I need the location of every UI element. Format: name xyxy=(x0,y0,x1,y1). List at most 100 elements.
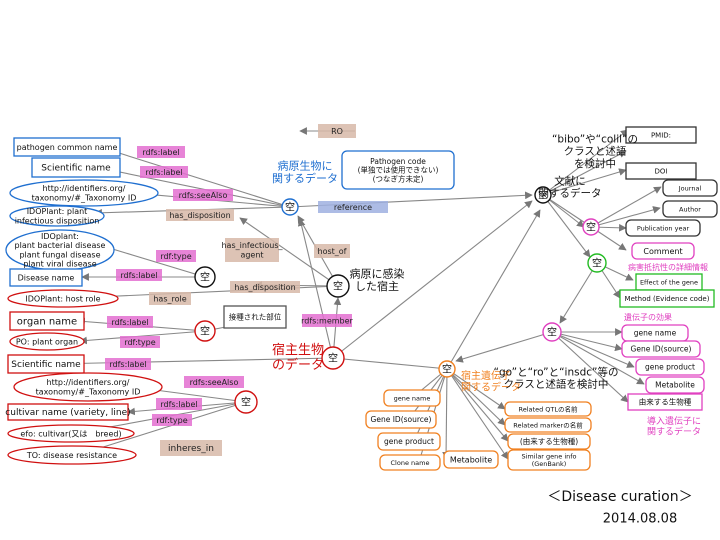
edge-label-rdfs-label-3: rdfs:label xyxy=(116,269,162,281)
blank-node-pathogen-label: 空 xyxy=(285,201,295,214)
cultivar-name-box: cultivar name (variety, line) xyxy=(5,403,131,421)
edge-label-rdfs-label-6: rdfs:label xyxy=(156,398,202,410)
disease-name-box-text: Disease name xyxy=(18,273,75,282)
effect-of-gene-box: Effect of the gene xyxy=(635,273,703,291)
related-marker-box: Related markerの名前 xyxy=(504,417,592,433)
edge-label-rdf-type-3: rdf:type xyxy=(152,414,192,426)
gene-product-r-box-text: gene product xyxy=(645,363,695,372)
edge-label-rdfs-label-2: rdfs:label xyxy=(140,166,188,178)
edge-label-rdfs-label-1: rdfs:label xyxy=(137,146,185,158)
effect-of-gene-box-text: Effect of the gene xyxy=(640,278,698,286)
edge-label-has-disposition-2-text: has_disposition xyxy=(234,283,295,292)
gene-id-r-box: Gene ID(source) xyxy=(621,340,701,358)
gene-name-r-box: gene name xyxy=(621,324,689,342)
section-go: “go”と“ro”と“insdc”等のクラスと述語を検討中 xyxy=(494,366,619,391)
scientific-name-box-1-text: Scientific name xyxy=(41,164,111,174)
blank-node-host-label: 空 xyxy=(328,352,338,365)
similar-gene-info-box-text: Similar gene info(GenBank) xyxy=(521,453,576,468)
edge-label-reference: reference xyxy=(318,201,388,213)
publication-year-box: Publication year xyxy=(625,219,701,237)
efo-cultivar-ellipse: efo: cultivar(又は breed) xyxy=(7,424,135,443)
blank-node-host: 空 xyxy=(321,346,345,370)
metabolite-r-box: Metabolite xyxy=(645,376,705,394)
edge-label-rdfs-label-4-text: rdfs:label xyxy=(111,318,148,327)
blank-node-organ: 空 xyxy=(194,320,216,342)
edge-label-rdfs-see-also-1: rdfs:seeAlso xyxy=(173,189,233,201)
journal-box: Journal xyxy=(662,179,718,197)
gene-id-b-box: Gene ID(source) xyxy=(365,410,437,429)
efo-cultivar-ellipse-text: efo: cultivar(又は breed) xyxy=(20,429,121,438)
author-box: Author xyxy=(662,200,718,218)
blank-node-infected-host: 空 xyxy=(326,274,350,298)
section-host-gene: 宿主遺伝子関するデータ xyxy=(461,369,521,394)
pathogen-common-name-box-text: pathogen common name xyxy=(17,143,118,152)
origin-organism-r-box-text: 由来する生物種 xyxy=(639,397,692,407)
disease-name-box: Disease name xyxy=(9,268,83,287)
gene-name-b-box-text: gene name xyxy=(394,394,431,402)
section-introduced-gene: 導入遺伝子に関するデータ xyxy=(647,415,701,437)
inoculated-site-box: 接種された部位 xyxy=(223,305,287,329)
blank-node-cultivar-label: 空 xyxy=(241,396,251,409)
edge-label-has-disposition-1-text: has_disposition xyxy=(169,211,230,220)
edge-label-rdf-type-3-text: rdf:type xyxy=(156,416,187,425)
related-marker-box-text: Related markerの名前 xyxy=(513,420,583,429)
blank-node-disease-label: 空 xyxy=(200,271,210,284)
cultivar-name-box-text: cultivar name (variety, line) xyxy=(5,408,130,418)
section-gene-effect: 遺伝子の効果 xyxy=(624,312,672,322)
edge-label-rdfs-label-1-text: rdfs:label xyxy=(142,148,179,157)
edge-label-rdfs-see-also-1-text: rdfs:seeAlso xyxy=(179,191,228,200)
pathogen-code-box: Pathogen code(単独では使用できない)(つなぎ方未定) xyxy=(341,150,455,190)
po-plant-organ-ellipse-text: PO: plant organ xyxy=(16,337,78,346)
doi-box-text: DOI xyxy=(655,167,668,175)
doi-box: DOI xyxy=(625,162,697,180)
edge-label-rdfs-see-also-2: rdfs:seeAlso xyxy=(184,376,244,388)
pathogen-code-box-text: Pathogen code(単独では使用できない)(つなぎ方未定) xyxy=(358,157,439,183)
edge-label-rdf-type-1: rdf:type xyxy=(156,250,196,262)
edge-label-host-of-text: host_of xyxy=(318,247,347,256)
edge-label-rdfs-label-4: rdfs:label xyxy=(107,316,153,328)
origin-organism-b-box: (由来する生物種) xyxy=(507,433,591,450)
blank-node-reference-label: 空 xyxy=(538,189,548,202)
section-bibo: “bibo”や“colil”のクラスと述語を検討中 xyxy=(552,134,638,170)
section-host: 宿主生物のデータ xyxy=(272,342,324,373)
comment-box: Comment xyxy=(631,242,695,260)
method-box: Method (Evidence code) xyxy=(619,289,715,308)
inoculated-site-box-text: 接種された部位 xyxy=(229,312,282,322)
blank-node-resistance-label: 空 xyxy=(592,257,602,270)
metabolite-b-box: Metabolite xyxy=(443,450,499,469)
organ-name-box-text: organ name xyxy=(17,317,77,328)
blank-node-host-gene: 空 xyxy=(438,360,456,378)
edge-label-has-role: has_role xyxy=(149,292,191,305)
clone-name-box: Clone name xyxy=(379,454,441,471)
blank-node-infected-host-label: 空 xyxy=(333,280,343,293)
journal-box-text: Journal xyxy=(678,184,702,192)
scientific-name-box-1: Scientific name xyxy=(31,157,121,178)
inheres-in-label: inheres_in xyxy=(160,440,222,456)
taxonomy-ellipse-2-text: http://identifiers.org/taxonomy/#_Taxono… xyxy=(36,378,141,396)
origin-organism-r-box: 由来する生物種 xyxy=(627,393,703,411)
edge-label-has-infectious-agent: has_infectious_agent xyxy=(221,238,284,262)
related-qtl-box: Related QTLの名前 xyxy=(504,401,592,417)
edge-label-has-disposition-1: has_disposition xyxy=(166,209,234,221)
section-literature: 文献に関するデータ xyxy=(539,175,602,200)
blank-node-cultivar: 空 xyxy=(234,390,258,414)
pmid-box-text: PMID: xyxy=(651,131,671,139)
edge-label-rdf-type-1-text: rdf:type xyxy=(160,252,191,261)
ido-host-role-ellipse-text: IDOPlant: host role xyxy=(25,294,100,303)
edge-label-has-disposition-2: has_disposition xyxy=(230,281,300,293)
gene-id-r-box-text: Gene ID(source) xyxy=(631,345,692,354)
edge-label-ro-text: RO xyxy=(331,127,343,136)
similar-gene-info-box: Similar gene info(GenBank) xyxy=(507,449,591,471)
related-qtl-box-text: Related QTLの名前 xyxy=(519,404,578,413)
gene-product-b-box-text: gene product xyxy=(384,437,434,446)
edge-label-rdfs-see-also-2-text: rdfs:seeAlso xyxy=(190,378,239,387)
metabolite-b-box-text: Metabolite xyxy=(450,455,492,464)
edge-label-has-role-text: has_role xyxy=(153,294,186,303)
organ-name-box: organ name xyxy=(9,311,85,331)
comment-box-text: Comment xyxy=(643,247,682,256)
author-box-text: Author xyxy=(679,205,701,213)
edge-label-rdfs-label-3-text: rdfs:label xyxy=(120,271,157,280)
